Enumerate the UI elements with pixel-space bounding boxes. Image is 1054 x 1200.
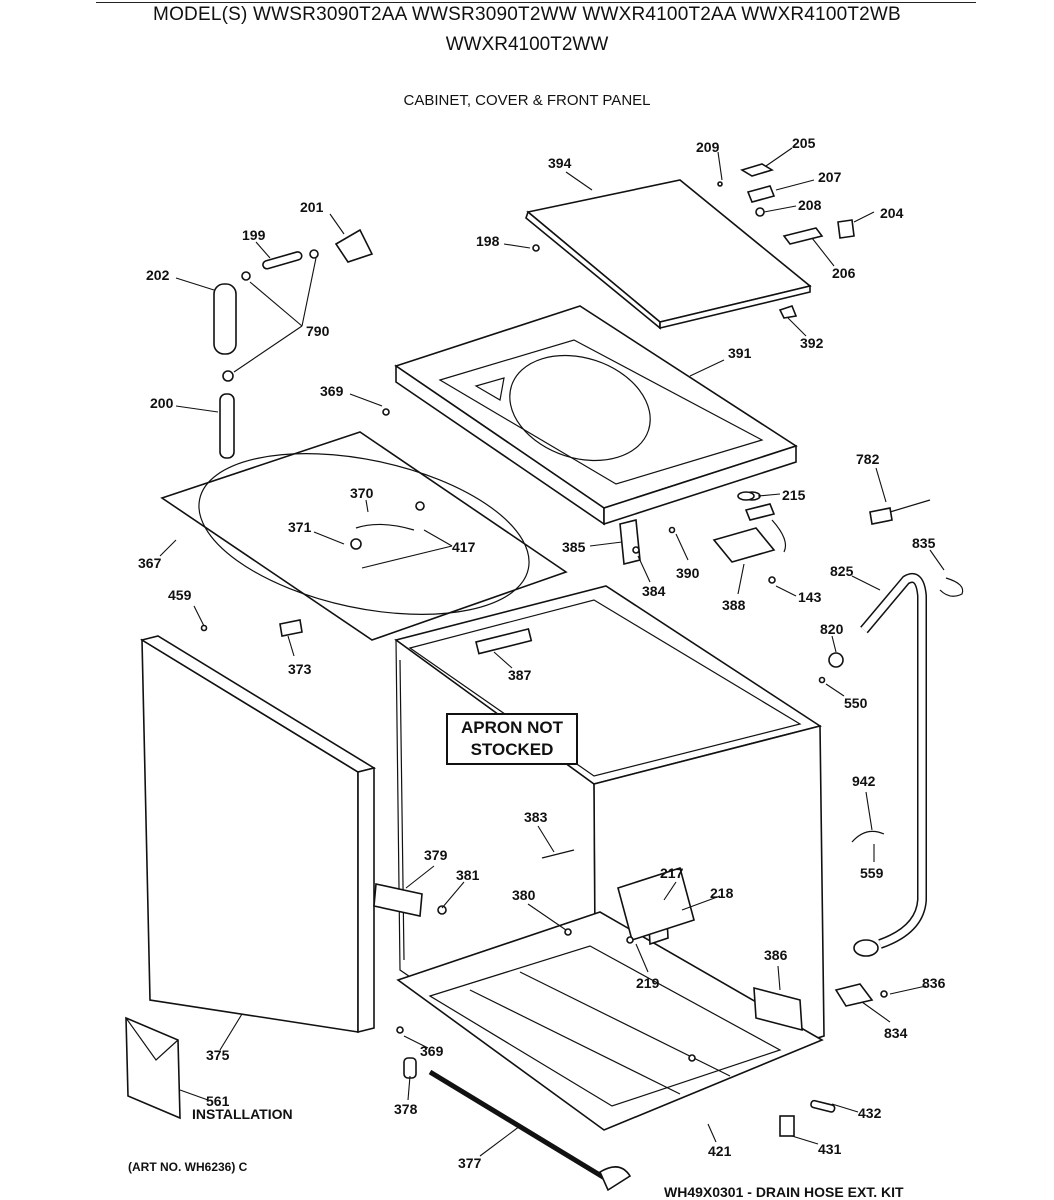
part-label-834: 834 [884, 1025, 908, 1041]
dispenser-hose-parts [213, 228, 374, 459]
part-label-385: 385 [562, 539, 586, 555]
part-label-559: 559 [860, 865, 884, 881]
apron-not-stocked-notice: APRON NOT STOCKED [446, 713, 578, 765]
part-label-209: 209 [696, 139, 720, 155]
part-label-388: 388 [722, 597, 746, 613]
part-label-218: 218 [710, 885, 734, 901]
part-label-207: 207 [818, 169, 842, 185]
installation-label: INSTALLATION [192, 1106, 293, 1122]
part-label-199: 199 [242, 227, 266, 243]
model-list-continued: WWXR4100T2WW [445, 34, 609, 55]
part-label-394: 394 [548, 155, 572, 171]
notice-line-1: APRON NOT [461, 718, 563, 737]
misc-hardware [200, 408, 931, 1192]
part-label-391: 391 [728, 345, 752, 361]
part-label-378: 378 [394, 1101, 418, 1117]
part-label-371: 371 [288, 519, 312, 535]
base-frame [396, 911, 824, 1131]
part-label-459: 459 [168, 587, 192, 603]
part-label-375: 375 [206, 1047, 230, 1063]
part-label-202: 202 [146, 267, 170, 283]
part-label-370: 370 [350, 485, 374, 501]
part-label-206: 206 [832, 265, 856, 281]
installation-envelope [125, 1016, 181, 1120]
part-label-942: 942 [852, 773, 876, 789]
part-label-820: 820 [820, 621, 844, 637]
part-label-790: 790 [306, 323, 330, 339]
part-label-836: 836 [922, 975, 946, 991]
part-label-383: 383 [524, 809, 548, 825]
part-label-387: 387 [508, 667, 532, 683]
part-label-561: 561 [206, 1093, 230, 1109]
part-label-380: 380 [512, 887, 536, 903]
part-label-219: 219 [636, 975, 660, 991]
drain-hose-kit-note: WH49X0301 - DRAIN HOSE EXT. KIT [664, 1184, 904, 1200]
part-label-377: 377 [458, 1155, 482, 1171]
part-label-373: 373 [288, 661, 312, 677]
part-label-384: 384 [642, 583, 666, 599]
drain-hose [853, 573, 964, 957]
part-label-392: 392 [800, 335, 824, 351]
part-label-200: 200 [150, 395, 174, 411]
part-label-421: 421 [708, 1143, 732, 1159]
top-cover [525, 179, 812, 330]
part-label-550: 550 [844, 695, 868, 711]
part-label-208: 208 [798, 197, 822, 213]
section-title: CABINET, COVER & FRONT PANEL [403, 92, 651, 109]
front-panel [139, 635, 377, 1034]
part-label-432: 432 [858, 1105, 882, 1121]
part-label-431: 431 [818, 1141, 842, 1157]
part-label-369: 369 [320, 383, 344, 399]
part-label-205: 205 [792, 135, 816, 151]
tub-ring [160, 431, 568, 641]
part-label-217: 217 [660, 865, 684, 881]
part-label-198: 198 [476, 233, 500, 249]
part-label-417: 417 [452, 539, 476, 555]
header-rule [96, 2, 976, 3]
part-label-379: 379 [424, 847, 448, 863]
art-number: (ART NO. WH6236) C [128, 1160, 248, 1174]
part-label-835: 835 [912, 535, 936, 551]
part-label-381: 381 [456, 867, 480, 883]
part-label-215: 215 [782, 487, 806, 503]
part-label-386: 386 [764, 947, 788, 963]
notice-line-2: STOCKED [470, 740, 554, 759]
part-label-369-lower: 369 [420, 1043, 444, 1059]
main-top [394, 305, 798, 526]
part-label-367: 367 [138, 555, 162, 571]
part-label-201: 201 [300, 199, 324, 215]
leader-lines [159, 147, 945, 1157]
part-number-labels: 209 205 394 207 208 204 198 206 392 201 … [138, 135, 946, 1171]
part-label-825: 825 [830, 563, 854, 579]
part-label-143: 143 [798, 589, 822, 605]
part-label-782: 782 [856, 451, 880, 467]
part-label-390: 390 [676, 565, 700, 581]
model-list: MODEL(S) WWSR3090T2AA WWSR3090T2WW WWXR4… [153, 4, 901, 25]
part-label-204: 204 [880, 205, 904, 221]
